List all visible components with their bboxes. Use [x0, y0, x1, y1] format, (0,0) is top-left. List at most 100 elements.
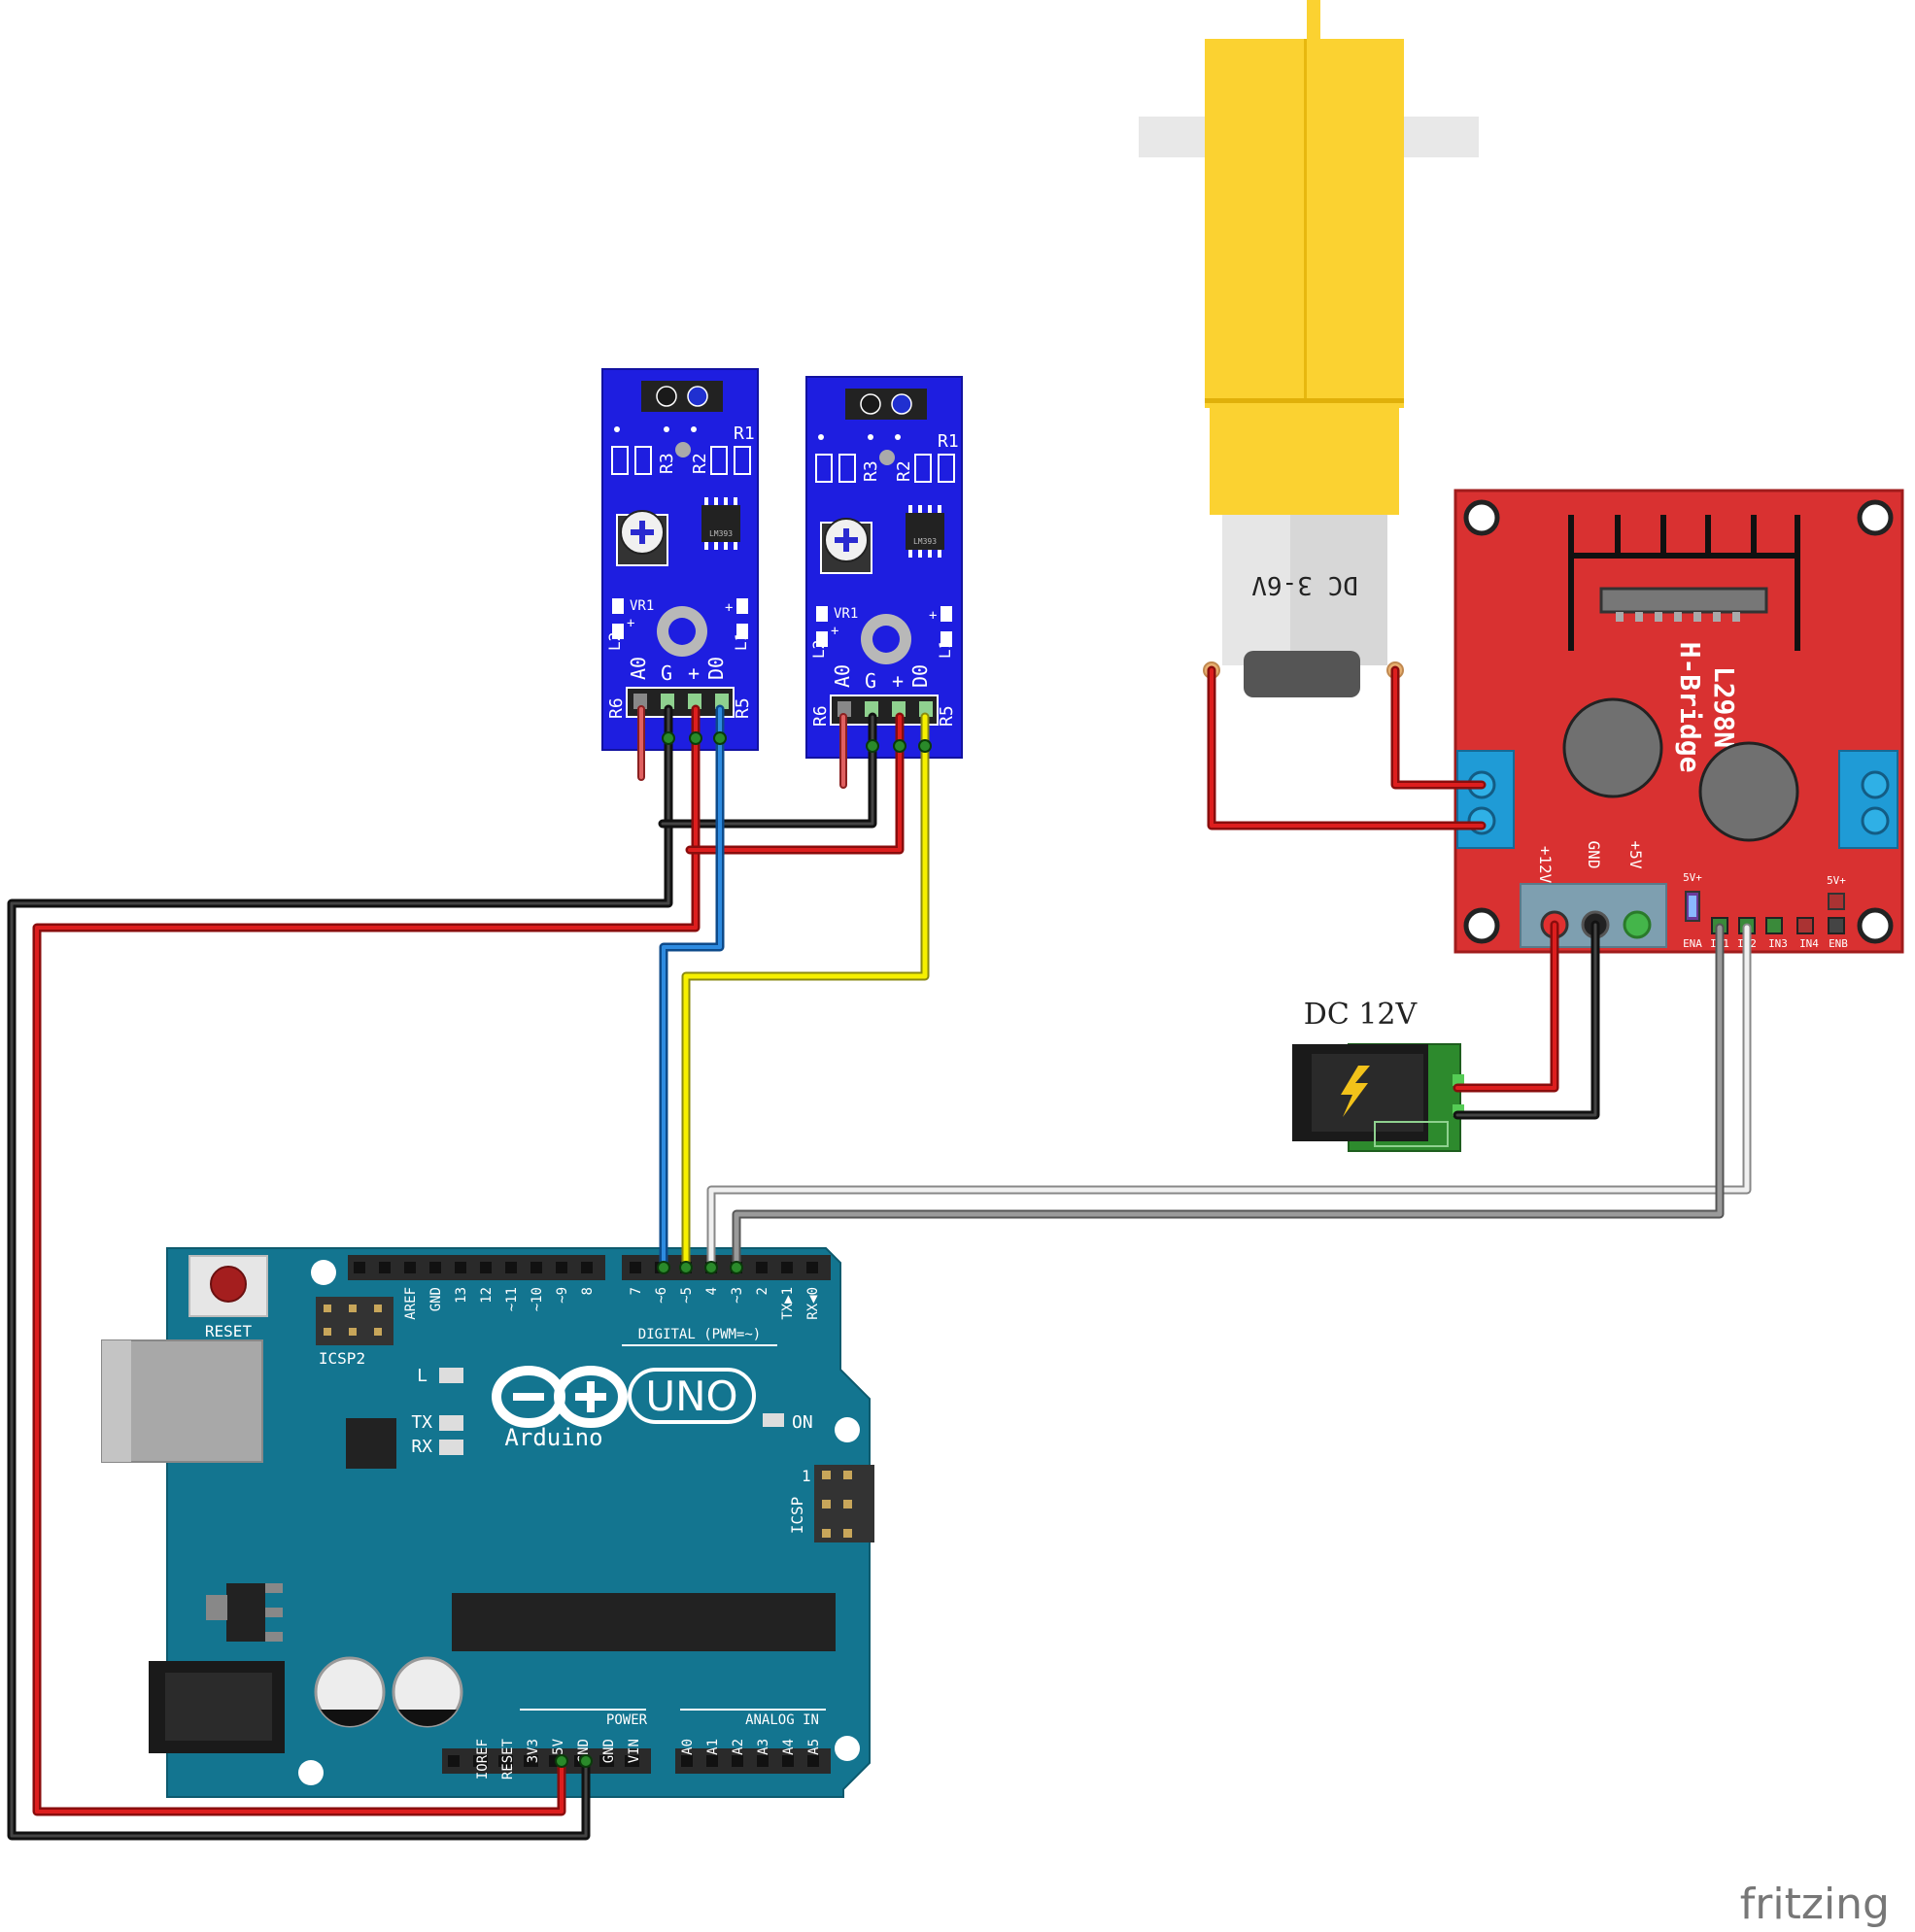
header-pin: [527, 1755, 538, 1767]
analog-header-label: ANALOG IN: [745, 1712, 819, 1728]
pin-label: A1: [705, 1739, 721, 1755]
driver-logic-pin: IN4: [1799, 937, 1819, 950]
fritzing-watermark: fritzing: [1740, 1880, 1890, 1929]
pin-label: IOREF: [475, 1739, 491, 1779]
pin-label: ~3: [730, 1287, 745, 1304]
header-pin: [476, 1755, 488, 1767]
arduino-mount-hole: [835, 1417, 860, 1442]
sensor-label-plus: +: [725, 600, 733, 616]
arduino-uno: RESET ICSP2 L TX RX UNO Arduino ON 1: [101, 1247, 874, 1798]
header-pin: [781, 1262, 793, 1273]
driver-power-label: +12V: [1536, 846, 1555, 884]
driver-mount-hole: [1857, 907, 1894, 944]
sensor-pin-label: G: [865, 669, 876, 693]
pin-label: GND: [428, 1287, 444, 1311]
header-pin: [757, 1755, 769, 1767]
icsp2-label: ICSP2: [319, 1349, 365, 1368]
led-l-label: L: [417, 1366, 427, 1386]
pin-label: TX▶1: [780, 1287, 796, 1320]
header-pin: [501, 1755, 513, 1767]
arduino-brand: Arduino: [504, 1424, 602, 1451]
header-pin: [505, 1262, 517, 1273]
sensor-label-r6: R6: [810, 705, 831, 727]
driver-heatsink: [1568, 515, 1800, 651]
sensor-pin-label: G: [661, 661, 672, 685]
uno-badge: [628, 1368, 756, 1424]
header-pin: [602, 1755, 614, 1767]
driver-ic: [1599, 587, 1768, 614]
wires: [7, 665, 1752, 1841]
header-pin: [756, 1262, 768, 1273]
driver-jumper-label: 5V+: [1827, 874, 1846, 887]
pin-label: ~10: [530, 1287, 545, 1311]
capacitor: [314, 1656, 386, 1728]
sensor-label-r6: R6: [606, 697, 627, 719]
sensor-pin-label: +: [892, 669, 904, 693]
driver-logic-pin: IN3: [1768, 937, 1788, 950]
ir-sensor-module-2: R1 R3 R2 LM393 VR1 + + L2 L1 R6 R5 A0 G …: [805, 376, 963, 759]
driver-power-label: GND: [1585, 841, 1603, 869]
sensor-comparator-chip: [701, 505, 740, 542]
sensor-pin-label: A0: [831, 664, 854, 688]
header-pin: [379, 1262, 391, 1273]
motor-b-terminal: [1838, 750, 1898, 849]
header-pin: [429, 1262, 441, 1273]
driver-capacitor: [1562, 697, 1663, 798]
on-label: ON: [792, 1412, 813, 1433]
microcontroller-chip: [452, 1593, 836, 1651]
header-pin: [782, 1755, 794, 1767]
header-pin: [807, 1755, 819, 1767]
pin-label: 13: [454, 1287, 469, 1304]
icsp-label: ICSP: [788, 1497, 806, 1535]
driver-title: L298N: [1708, 666, 1740, 748]
pin-label: AREF: [403, 1287, 419, 1320]
arduino-infinity-logo: [492, 1366, 628, 1428]
led-tx-label: TX: [411, 1412, 432, 1433]
motor-shaft: [1307, 0, 1320, 39]
pin-label: A0: [680, 1739, 696, 1755]
led-l: [439, 1368, 463, 1383]
led-tx: [439, 1415, 463, 1431]
driver-board: [1453, 489, 1904, 954]
pin-label: A4: [781, 1739, 797, 1755]
sensor-label-r3: R3: [861, 460, 881, 482]
arduino-mount-hole: [298, 1760, 324, 1785]
header-pin: [404, 1262, 416, 1273]
pin-label: ~9: [555, 1287, 570, 1304]
sensor-ir-pair: [845, 389, 927, 420]
sensor-label-l2: L2: [605, 632, 624, 651]
l298n-driver: L298N H-Bridge +12V GND +5V 5V+ 5V+ ENA: [1453, 489, 1904, 954]
header-pin: [530, 1262, 542, 1273]
header-pin: [706, 1755, 718, 1767]
dc-power-jack: DC 12V: [1292, 998, 1464, 1152]
pin-label: 5V: [551, 1738, 566, 1754]
sensor-label-l1: L1: [732, 632, 750, 651]
pin-label: 12: [479, 1287, 495, 1304]
driver-subtitle: H-Bridge: [1674, 642, 1706, 773]
sensor-label-plus: +: [627, 616, 634, 631]
voltage-regulator: [226, 1583, 265, 1642]
arduino-mount-hole: [835, 1736, 860, 1761]
pin-label: A3: [756, 1739, 771, 1755]
sensor-pin-label: D0: [908, 664, 932, 688]
dc-motor: DC 3-6V: [1139, 0, 1479, 697]
pin-label: GND: [601, 1739, 617, 1763]
header-pin: [630, 1262, 641, 1273]
header-pin: [581, 1262, 593, 1273]
sensor-pin-label: D0: [704, 657, 728, 680]
sensor-label-r3: R3: [657, 453, 677, 474]
led-on: [763, 1413, 784, 1427]
header-pin: [455, 1262, 466, 1273]
pin-label: 8: [580, 1287, 596, 1295]
ir-sensor-module-1: R1 R3 R2 LM393 VR1 + + L2 L1 R6 R5 A0 G …: [601, 368, 759, 751]
sensor-label-vr1: VR1: [834, 606, 858, 622]
sensor-label-r1: R1: [734, 424, 755, 444]
driver-logic-pin: ENA: [1683, 937, 1702, 950]
sensor-chip-label: LM393: [913, 537, 937, 546]
icsp2-header: [316, 1297, 393, 1345]
header-pin: [354, 1262, 365, 1273]
driver-power-label: +5V: [1626, 841, 1645, 869]
pin-label: 7: [629, 1287, 644, 1295]
led-rx-label: RX: [411, 1437, 432, 1457]
